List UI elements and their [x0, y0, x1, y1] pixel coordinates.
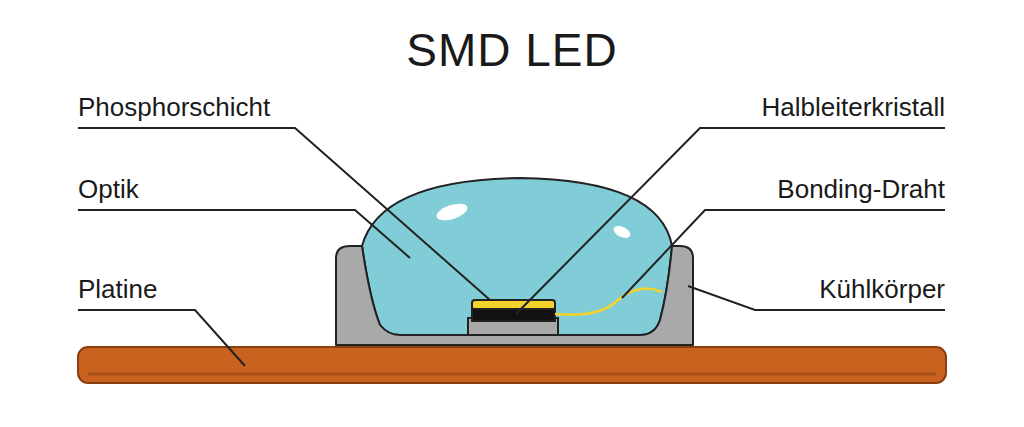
heat-sink-housing — [336, 246, 693, 345]
lens-highlight — [435, 200, 470, 223]
part-label: Bonding-Draht — [777, 175, 945, 205]
circuit-board — [78, 347, 946, 383]
semiconductor-crystal — [472, 309, 555, 321]
leader-line — [78, 310, 245, 366]
part-label: Kühlkörper — [819, 275, 945, 305]
part-label: Halbleiterkristall — [762, 93, 946, 123]
leader-line — [78, 210, 410, 258]
board-shade — [88, 373, 936, 376]
part-label: Optik — [78, 175, 139, 205]
leader-lines — [78, 128, 945, 366]
diagram-title: SMD LED — [0, 24, 1024, 77]
part-label: Platine — [78, 275, 158, 305]
lens-highlight — [612, 224, 633, 241]
bonding-wire — [555, 288, 662, 314]
part-label: Phosphorschicht — [78, 93, 270, 123]
leader-line — [516, 128, 945, 314]
